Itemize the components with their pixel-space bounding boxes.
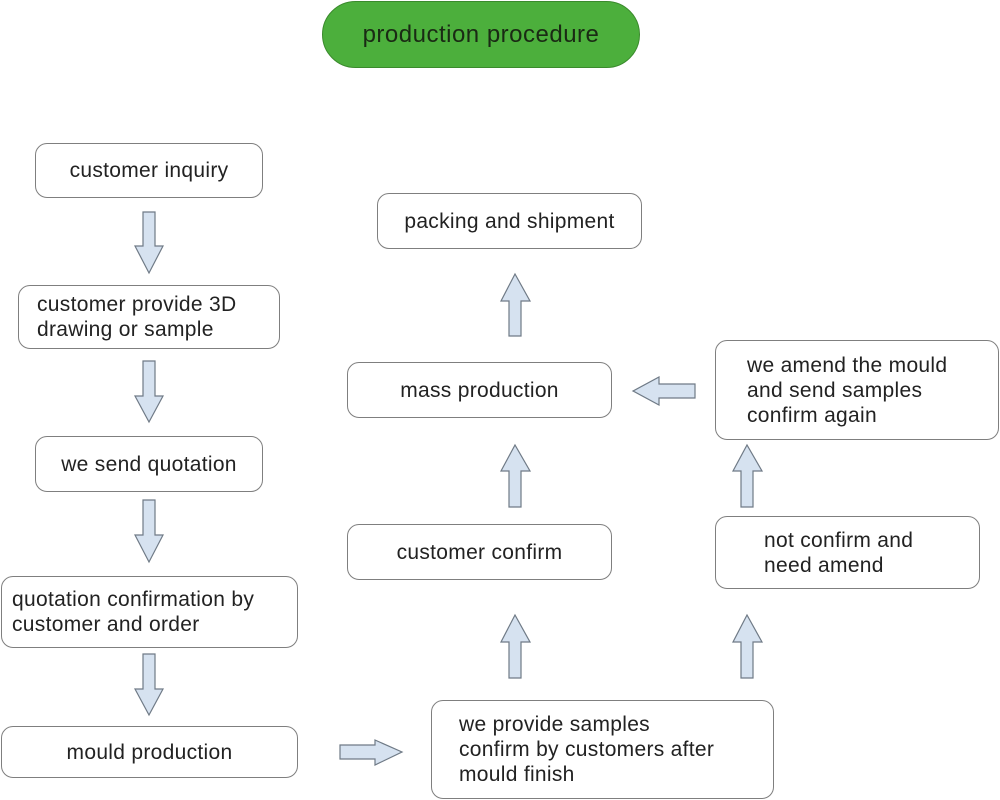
arrow-left-icon: [631, 375, 696, 407]
arrow-up-icon: [500, 613, 532, 679]
arrow-down-icon: [133, 653, 165, 717]
step-send-quotation: we send quotation: [35, 436, 263, 492]
step-label: customer inquiry: [69, 159, 229, 182]
step-label: we amend the mould and send samples conf…: [747, 353, 948, 427]
step-customer-confirm: customer confirm: [347, 524, 612, 580]
arrow-right-icon: [339, 739, 404, 766]
step-label: packing and shipment: [404, 209, 615, 233]
arrow-up-icon: [499, 443, 532, 508]
step-customer-inquiry: customer inquiry: [35, 143, 263, 198]
step-amend-mould: we amend the mould and send samples conf…: [715, 340, 999, 440]
step-label: not confirm and need amend: [764, 528, 914, 577]
title-pill: production procedure: [322, 1, 640, 68]
step-mass-production: mass production: [347, 362, 612, 418]
step-label: customer provide 3D drawing or sample: [37, 293, 237, 341]
step-label: customer confirm: [396, 540, 563, 564]
arrow-up-icon: [500, 272, 532, 337]
step-packing-shipment: packing and shipment: [377, 193, 642, 249]
step-customer-provide-drawing: customer provide 3D drawing or sample: [18, 285, 280, 349]
step-not-confirm: not confirm and need amend: [715, 516, 980, 589]
step-label: we provide samples confirm by customers …: [459, 713, 715, 786]
step-mould-production: mould production: [1, 726, 298, 778]
step-label: quotation confirmation by customer and o…: [12, 588, 255, 636]
step-label: mould production: [66, 740, 233, 764]
arrow-up-icon: [732, 613, 764, 679]
arrow-down-icon: [134, 211, 164, 275]
arrow-down-icon: [134, 499, 164, 564]
step-label: mass production: [400, 378, 559, 402]
diagram-title: production procedure: [362, 20, 600, 48]
step-quotation-confirmation: quotation confirmation by customer and o…: [1, 576, 298, 648]
step-provide-samples: we provide samples confirm by customers …: [431, 700, 774, 799]
arrow-up-icon: [731, 443, 764, 508]
arrow-down-icon: [133, 360, 165, 424]
step-label: we send quotation: [61, 452, 237, 476]
